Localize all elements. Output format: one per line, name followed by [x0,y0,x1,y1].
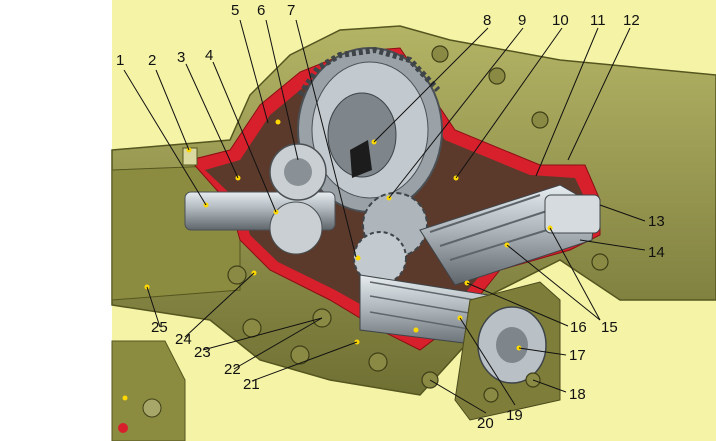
leader-lines [123,19,646,414]
callout-19: 19 [506,407,523,424]
callout-24: 24 [175,331,192,348]
callout-9: 9 [518,12,527,29]
callout-2: 2 [148,52,157,69]
callout-15: 15 [601,319,618,336]
callout-20: 20 [477,415,494,432]
callout-8: 8 [483,12,492,29]
callout-4: 4 [205,47,214,64]
companion-flange [454,281,561,421]
callout-23: 23 [194,344,211,361]
callout-18: 18 [569,386,586,403]
differential-gears [353,192,428,285]
callout-17: 17 [569,347,586,364]
drive-pinion [419,184,601,286]
callout-25: 25 [151,319,168,336]
callout-1: 1 [116,52,125,69]
callout-21: 21 [243,376,260,393]
callout-7: 7 [287,2,296,19]
callout-6: 6 [257,2,266,19]
callout-12: 12 [623,12,640,29]
callout-14: 14 [648,244,665,261]
callout-22: 22 [224,361,241,378]
callout-5: 5 [231,2,240,19]
bearing-right-lower [269,201,323,255]
callout-16: 16 [570,319,587,336]
callout-3: 3 [177,49,186,66]
callout-11: 11 [590,12,606,29]
breather-plug [182,147,198,166]
callout-10: 10 [552,12,569,29]
inset-detail [111,340,186,441]
bolt-heads [227,45,609,403]
callout-13: 13 [648,213,665,230]
